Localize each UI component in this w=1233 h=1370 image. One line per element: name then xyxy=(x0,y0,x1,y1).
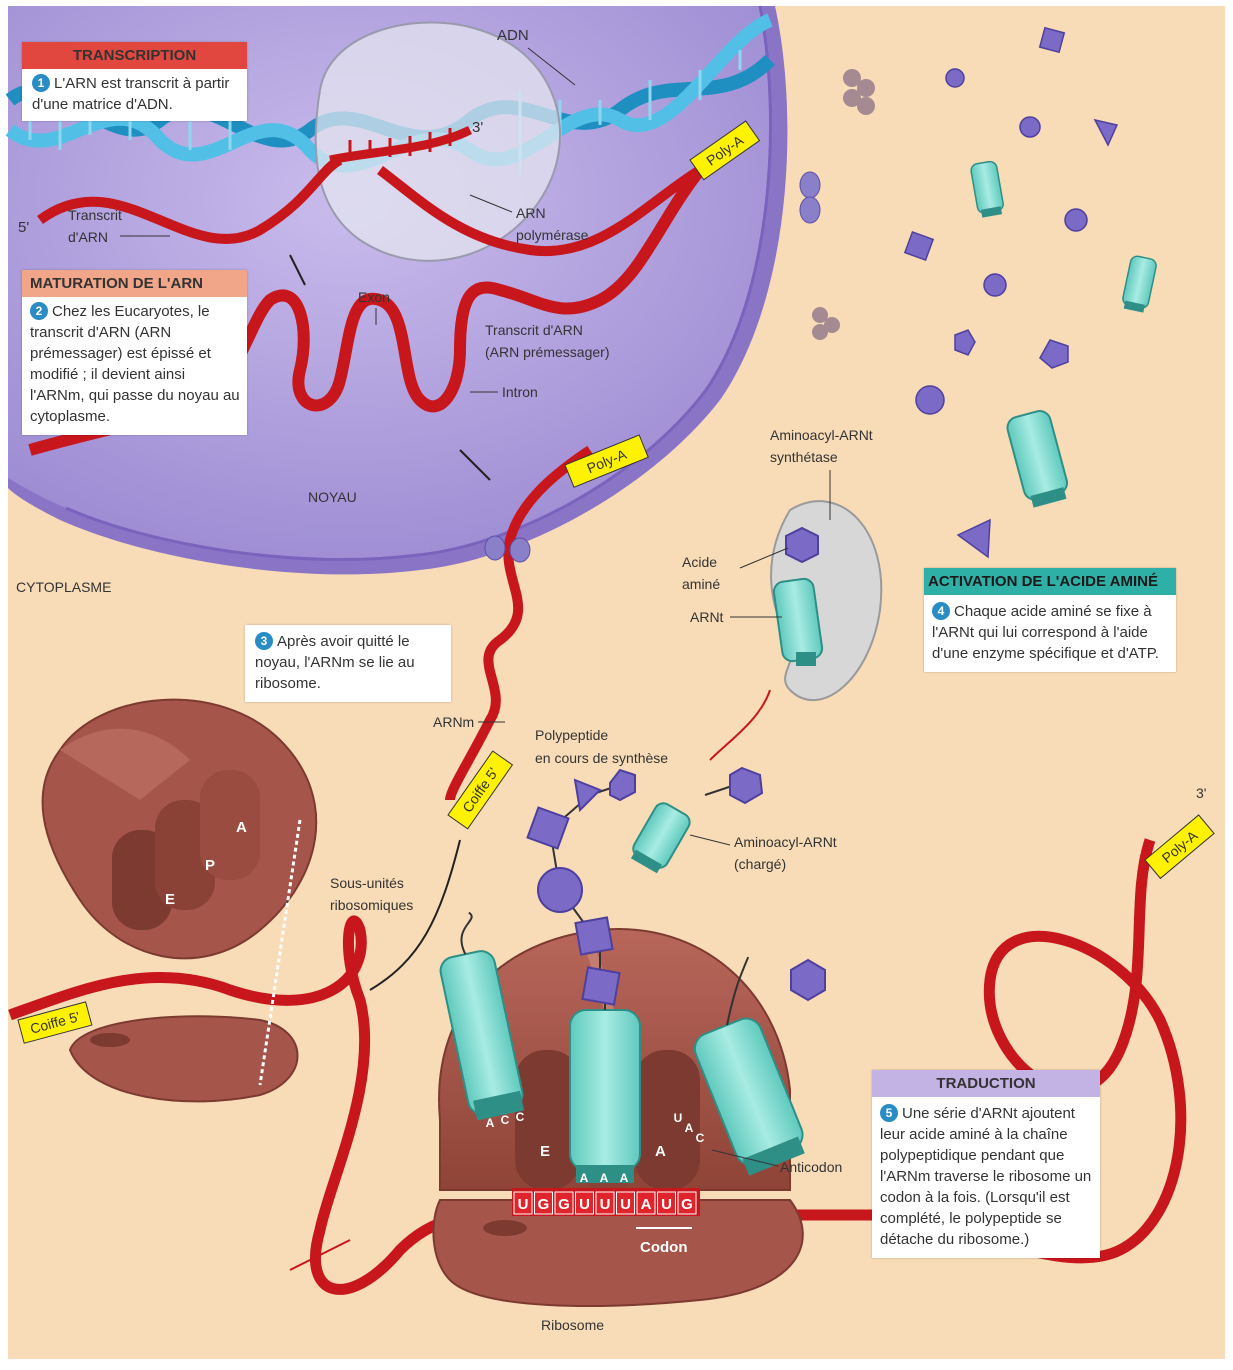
transcription-title: TRANSCRIPTION xyxy=(22,42,247,69)
label-aminoacyl-charge-1: Aminoacyl-ARNt xyxy=(734,834,837,850)
step-number-5: 5 xyxy=(880,1104,898,1122)
label-aminoacyl-charge-2: (chargé) xyxy=(734,856,786,872)
label-site-a: A xyxy=(655,1143,666,1160)
label-sous-unites-1: Sous-unités xyxy=(330,875,404,891)
label-arnm: ARNm xyxy=(433,714,474,730)
label-sous-unites-2: ribosomiques xyxy=(330,897,413,913)
codon-letter: G xyxy=(558,1196,570,1213)
traduction-title: TRADUCTION xyxy=(872,1070,1100,1097)
label-codon: Codon xyxy=(640,1239,687,1256)
label-5prime: 5' xyxy=(18,219,29,236)
label-transcrit-premessager-1: Transcrit d'ARN xyxy=(485,322,583,338)
label-ribosome: Ribosome xyxy=(541,1317,604,1333)
label-site-e: E xyxy=(540,1143,550,1160)
label-synthetase-1: Aminoacyl-ARNt xyxy=(770,427,873,443)
label-noyau: NOYAU xyxy=(308,489,357,505)
codon-letter: G xyxy=(538,1196,550,1213)
step3-box: 3Après avoir quitté le noyau, l'ARNm se … xyxy=(245,625,451,702)
ribosomal-subunits xyxy=(43,700,317,1102)
label-cytoplasme: CYTOPLASME xyxy=(16,579,111,595)
step-number-2: 2 xyxy=(30,302,48,320)
label-polypeptide-2: en cours de synthèse xyxy=(535,750,668,766)
activation-title: ACTIVATION DE L'ACIDE AMINÉ xyxy=(924,568,1176,595)
codon-letter: U xyxy=(579,1196,590,1213)
label-site-p-small: P xyxy=(205,857,215,874)
codon-letter: U xyxy=(518,1196,529,1213)
traduction-text: Une série d'ARNt ajoutent leur acide ami… xyxy=(880,1105,1091,1248)
label-arn-polymerase-2: polymérase xyxy=(516,227,589,243)
step-number-4: 4 xyxy=(932,602,950,620)
codon-letter: G xyxy=(681,1196,693,1213)
activation-text: Chaque acide aminé se fixe à l'ARNt qui … xyxy=(932,603,1159,662)
codon-letter: U xyxy=(661,1196,672,1213)
label-anticodon: Anticodon xyxy=(780,1159,842,1175)
maturation-title: MATURATION DE L'ARN xyxy=(22,270,247,297)
label-transcrit-2: d'ARN xyxy=(68,229,108,245)
anticodon-right-letter: A xyxy=(685,1121,694,1135)
transcription-text: L'ARN est transcrit à partir d'une matri… xyxy=(32,75,229,113)
anticodon-middle-letter: A xyxy=(580,1171,589,1185)
label-acide-amine-1: Acide xyxy=(682,554,717,570)
label-site-a-small: A xyxy=(236,819,247,836)
step-number-3: 3 xyxy=(255,632,273,650)
codon-letter: A xyxy=(641,1196,652,1213)
label-intron: Intron xyxy=(502,384,538,400)
label-3prime-right: 3' xyxy=(1196,785,1206,801)
anticodon-middle-letter: A xyxy=(600,1171,609,1185)
codon-letter: U xyxy=(620,1196,631,1213)
maturation-text: Chez les Eucaryotes, le transcrit d'ARN … xyxy=(30,303,240,425)
anticodon-left-letter: C xyxy=(516,1110,525,1124)
anticodon-middle-letter: A xyxy=(620,1171,629,1185)
label-3prime-top: 3' xyxy=(472,119,483,136)
label-arn-polymerase-1: ARN xyxy=(516,205,546,221)
label-arnt: ARNt xyxy=(690,609,724,625)
anticodon-left-letter: C xyxy=(501,1113,510,1127)
transcription-body: 1L'ARN est transcrit à partir d'une matr… xyxy=(22,69,247,121)
label-synthetase-2: synthétase xyxy=(770,449,838,465)
label-site-e-small: E xyxy=(165,891,175,908)
codon-letter: U xyxy=(600,1196,611,1213)
label-acide-amine-2: aminé xyxy=(682,576,720,592)
trna-middle xyxy=(570,980,640,1183)
label-adn: ADN xyxy=(497,27,529,44)
step3-text: Après avoir quitté le noyau, l'ARNm se l… xyxy=(255,633,415,692)
anticodon-right-letter: U xyxy=(674,1111,683,1125)
label-transcrit-premessager-2: (ARN prémessager) xyxy=(485,344,609,360)
anticodon-right-letter: C xyxy=(696,1131,705,1145)
anticodon-left-letter: A xyxy=(486,1116,495,1130)
label-transcrit-1: Transcrit xyxy=(68,207,122,223)
step-number-1: 1 xyxy=(32,74,50,92)
label-polypeptide-1: Polypeptide xyxy=(535,727,608,743)
label-exon: Exon xyxy=(358,289,390,305)
